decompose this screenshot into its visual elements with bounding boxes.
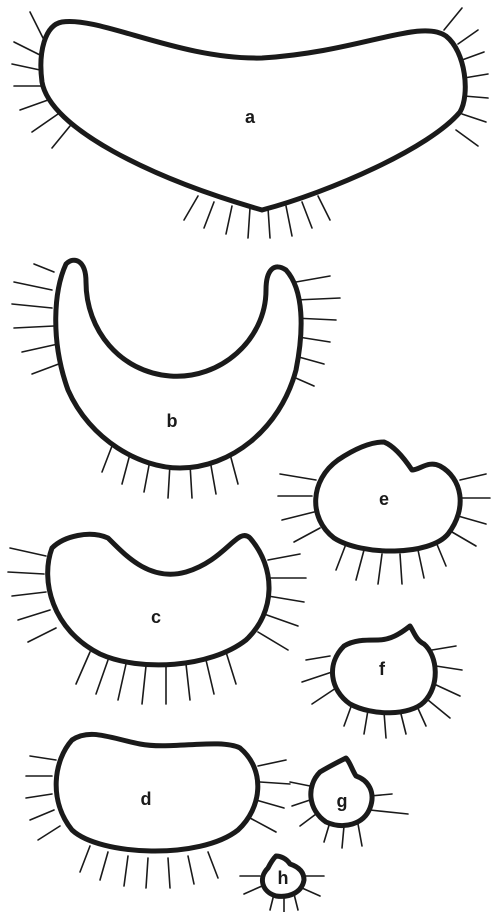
figure-d-outline xyxy=(56,734,258,851)
figure-a-label: a xyxy=(245,107,256,127)
figure-d: d xyxy=(26,734,290,888)
figure-a: a xyxy=(12,8,488,238)
figure-f-label: f xyxy=(379,659,386,679)
figure-b: b xyxy=(12,260,340,498)
figure-h: h xyxy=(240,856,324,912)
figure-d-label: d xyxy=(141,789,152,809)
figure-c: c xyxy=(8,534,306,704)
figure-c-outline xyxy=(48,534,269,665)
figure-b-label: b xyxy=(167,411,178,431)
figure-g-label: g xyxy=(337,791,348,811)
figure-f: f xyxy=(302,626,462,738)
figure-e: e xyxy=(278,442,490,584)
figure-h-label: h xyxy=(278,868,289,888)
figure-e-label: e xyxy=(379,489,389,509)
figure-c-label: c xyxy=(151,607,161,627)
figure-b-outline xyxy=(56,260,301,468)
figure-g: g xyxy=(290,758,408,848)
